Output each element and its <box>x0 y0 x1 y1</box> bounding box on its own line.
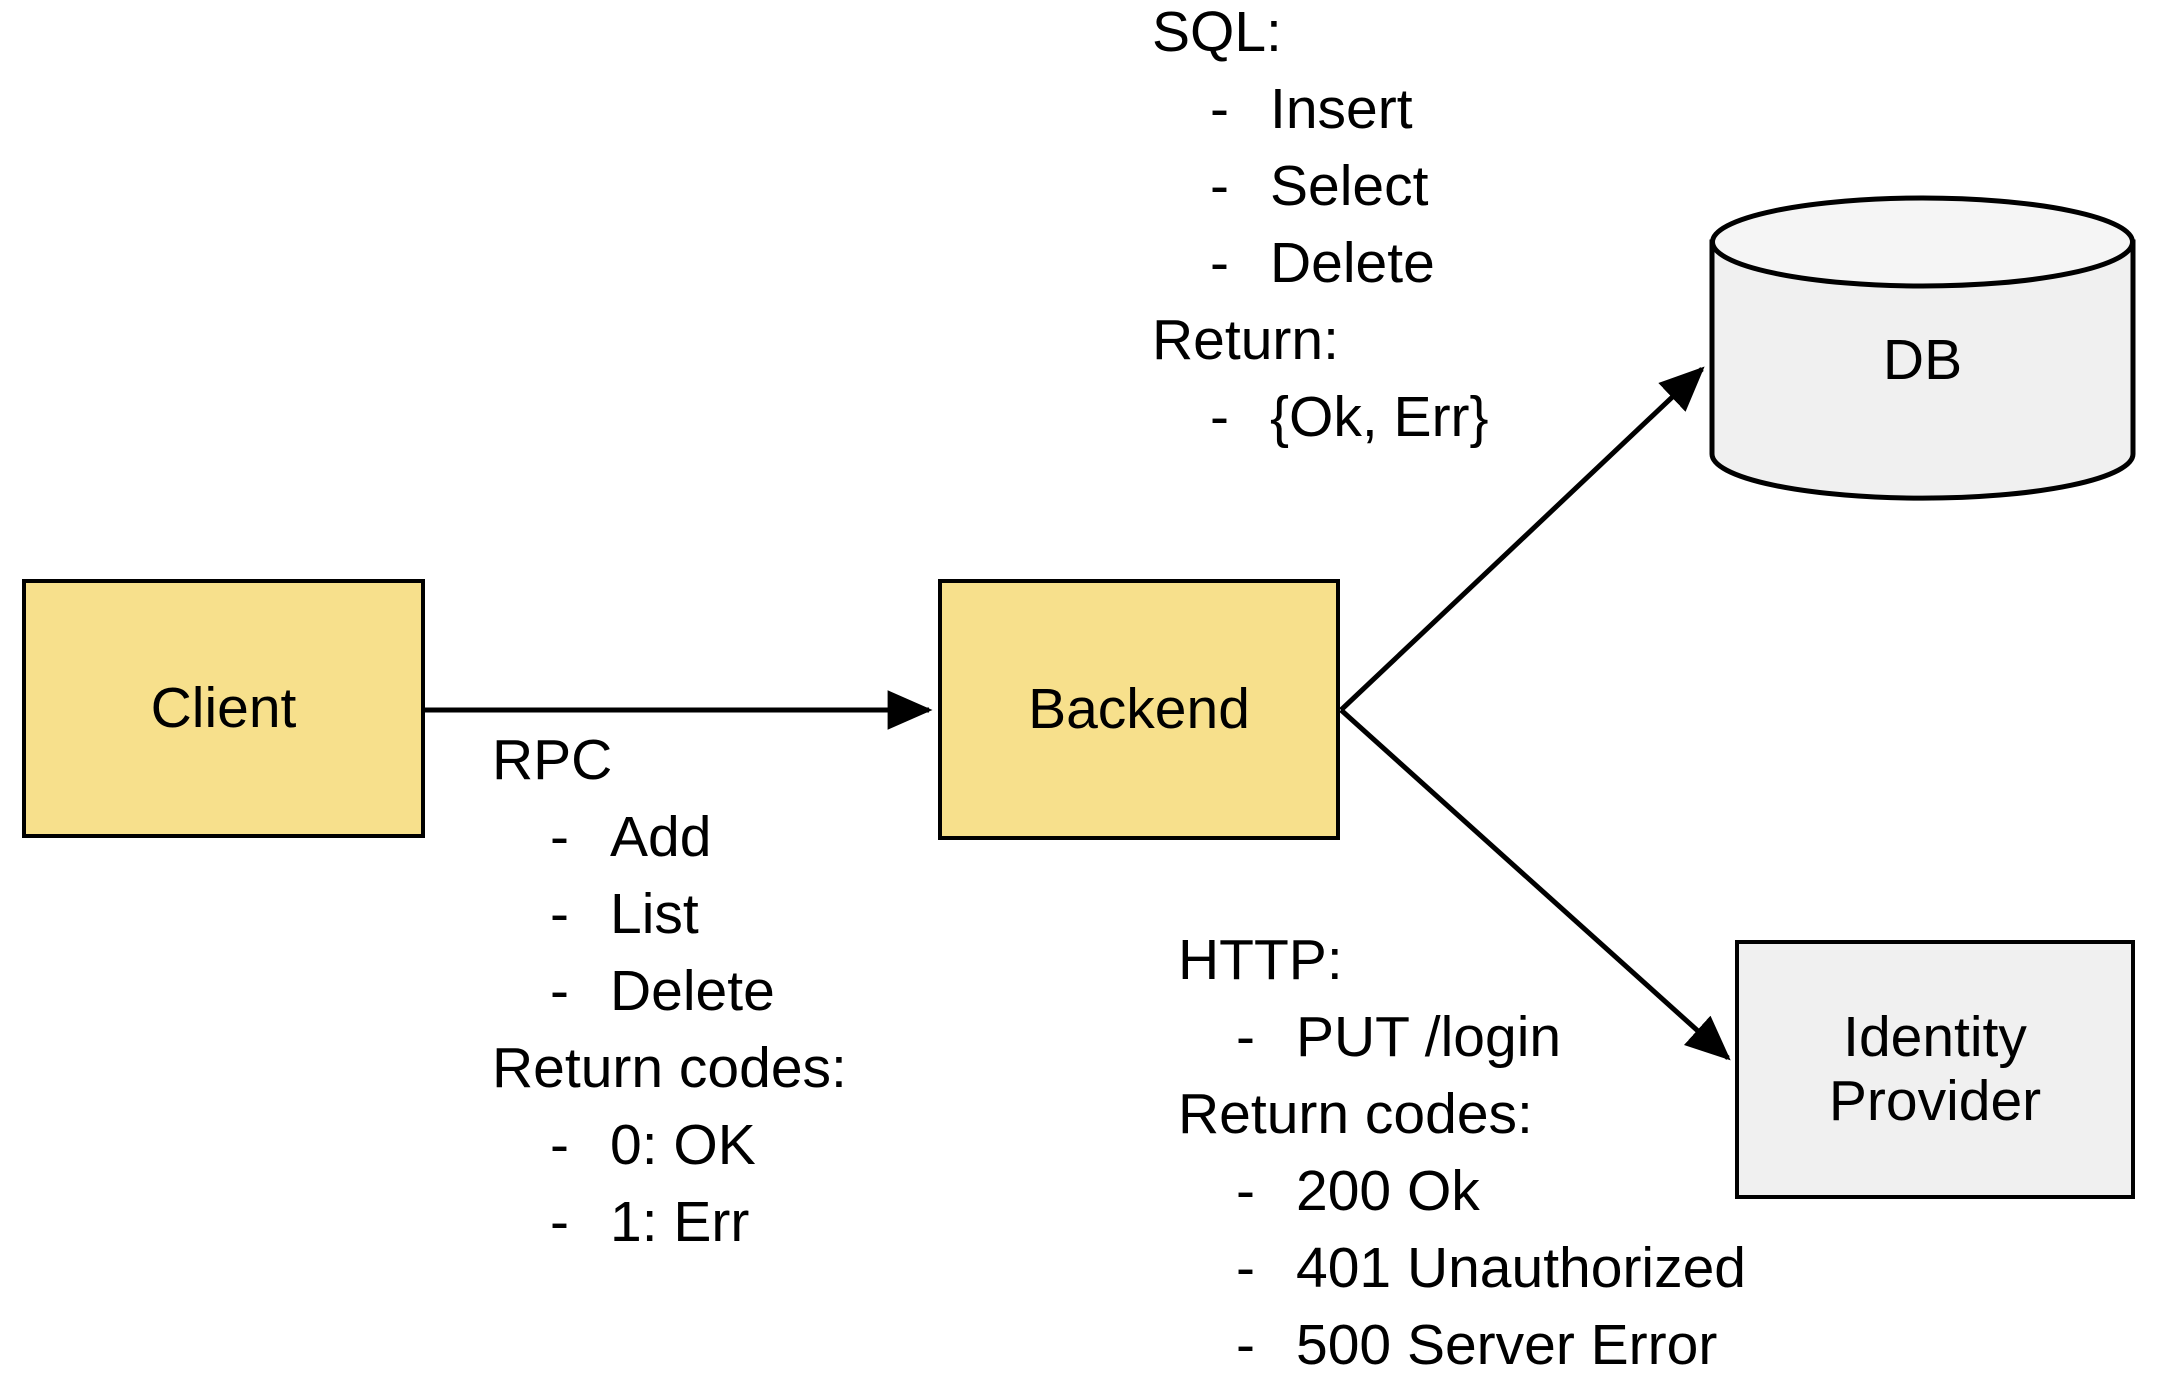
annotation-rpc-item: -List <box>492 876 847 953</box>
node-client[interactable]: Client <box>22 579 425 838</box>
node-identity-provider[interactable]: Identity Provider <box>1735 940 2135 1199</box>
annotation-rpc-returns-heading: Return codes: <box>492 1036 847 1100</box>
bullet-dash: - <box>1210 154 1229 218</box>
annotation-sql-item-label: Insert <box>1270 77 1413 141</box>
annotation-sql-item: -Insert <box>1152 71 1489 148</box>
annotation-sql: SQL: -Insert -Select -Delete Return: -{O… <box>1152 0 1489 456</box>
annotation-http-item-label: PUT /login <box>1296 1005 1562 1069</box>
annotation-sql-item-label: Select <box>1270 154 1429 218</box>
bullet-dash: - <box>550 805 569 869</box>
annotation-rpc-return-item: -0: OK <box>492 1107 847 1184</box>
bullet-dash: - <box>550 882 569 946</box>
annotation-http-return-label: 200 Ok <box>1296 1159 1480 1223</box>
annotation-rpc-return-item: -1: Err <box>492 1184 847 1261</box>
annotation-http-item: -PUT /login <box>1178 999 1746 1076</box>
annotation-sql-item: -Select <box>1152 148 1489 225</box>
annotation-rpc-return-label: 0: OK <box>610 1113 756 1177</box>
annotation-rpc: RPC -Add -List -Delete Return codes: -0:… <box>492 722 847 1261</box>
annotation-sql-return-label: {Ok, Err} <box>1270 385 1489 449</box>
node-identity-provider-label: Identity Provider <box>1828 1004 2042 1133</box>
node-backend-label: Backend <box>1028 676 1250 741</box>
annotation-rpc-item-label: Add <box>610 805 712 869</box>
annotation-http-return-label: 401 Unauthorized <box>1296 1236 1746 1300</box>
node-db[interactable]: DB <box>1709 195 2136 501</box>
bullet-dash: - <box>1236 1159 1255 1223</box>
annotation-http: HTTP: -PUT /login Return codes: -200 Ok … <box>1178 922 1746 1384</box>
annotation-http-heading: HTTP: <box>1178 928 1343 992</box>
annotation-http-return-item: -200 Ok <box>1178 1153 1746 1230</box>
annotation-http-return-item: -401 Unauthorized <box>1178 1230 1746 1307</box>
annotation-sql-returns-heading: Return: <box>1152 308 1339 372</box>
bullet-dash: - <box>1236 1313 1255 1377</box>
annotation-rpc-item-label: Delete <box>610 959 775 1023</box>
bullet-dash: - <box>1236 1236 1255 1300</box>
annotation-rpc-item-label: List <box>610 882 699 946</box>
annotation-http-return-item: -500 Server Error <box>1178 1307 1746 1384</box>
bullet-dash: - <box>1210 385 1229 449</box>
annotation-sql-item: -Delete <box>1152 225 1489 302</box>
annotation-rpc-heading: RPC <box>492 728 613 792</box>
database-cylinder-icon <box>1709 195 2136 501</box>
annotation-rpc-return-label: 1: Err <box>610 1190 750 1254</box>
bullet-dash: - <box>550 1113 569 1177</box>
annotation-http-return-label: 500 Server Error <box>1296 1313 1718 1377</box>
node-client-label: Client <box>150 675 297 740</box>
bullet-dash: - <box>1210 231 1229 295</box>
annotation-rpc-item: -Add <box>492 799 847 876</box>
node-db-label: DB <box>1882 328 1963 393</box>
annotation-sql-heading: SQL: <box>1152 0 1282 64</box>
node-backend[interactable]: Backend <box>938 579 1340 840</box>
annotation-sql-item-label: Delete <box>1270 231 1435 295</box>
bullet-dash: - <box>550 1190 569 1254</box>
annotation-http-returns-heading: Return codes: <box>1178 1082 1533 1146</box>
annotation-rpc-item: -Delete <box>492 953 847 1030</box>
annotation-sql-return-item: -{Ok, Err} <box>1152 379 1489 456</box>
bullet-dash: - <box>1210 77 1229 141</box>
bullet-dash: - <box>1236 1005 1255 1069</box>
bullet-dash: - <box>550 959 569 1023</box>
